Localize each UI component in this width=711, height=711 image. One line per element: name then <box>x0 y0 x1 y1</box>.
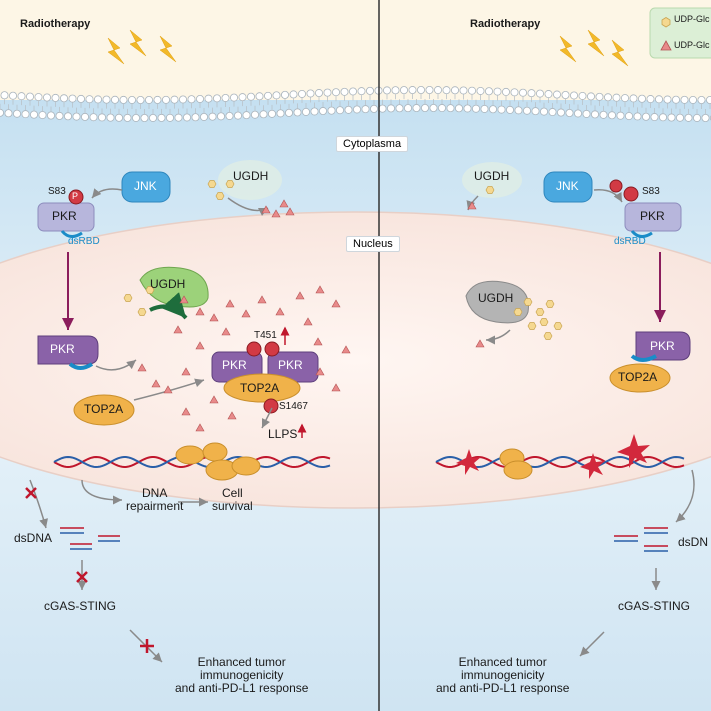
dsdna-fragments-right <box>614 527 668 552</box>
block-mark-2 <box>76 571 88 583</box>
radiotherapy-title-right: Radiotherapy <box>470 18 541 30</box>
jnk-protein-left <box>121 171 171 203</box>
ugdh-cyto-right <box>462 162 522 198</box>
s83-label-right: S83 <box>642 186 660 197</box>
jnk-protein-right <box>543 171 593 203</box>
udp-glc-particles <box>123 180 563 432</box>
top2a-complex-left <box>223 373 301 403</box>
dsdna-label-left: dsDNA <box>14 531 53 545</box>
top2a-free-label-left: TOP2A <box>84 402 124 416</box>
dna-repair-label: DNA repairment <box>126 486 184 514</box>
triangle-icon <box>660 40 672 51</box>
phospho-p-left: P <box>72 191 79 201</box>
top2a-on-dna-right <box>499 448 533 480</box>
cgas-sting-label-right: cGAS-STING <box>618 599 691 613</box>
t451-label: T451 <box>254 330 277 341</box>
dsrbd-label-right: dsRBD <box>614 236 646 247</box>
nucleus-label: Nucleus <box>346 236 400 252</box>
dsrbd-domain-left <box>60 229 83 238</box>
outcome-label-right: Enhanced tumor immunogenicity and anti-P… <box>436 655 570 696</box>
dna-damage-marks <box>456 434 650 479</box>
top2a-right <box>609 363 671 393</box>
ugdh-nuc-right <box>465 280 529 324</box>
legend-label-hexagon: UDP-Glc <box>674 14 710 24</box>
dsrbd-label-left: dsRBD <box>68 236 100 247</box>
top2a-free-left <box>73 394 135 426</box>
top2a-complex-label-left: TOP2A <box>240 381 280 395</box>
pkr-nuc-label-right: PKR <box>650 339 675 353</box>
cell-survival-label: Cell survival <box>212 486 253 514</box>
ugdh-nuc-label-left: UGDH <box>150 277 186 291</box>
llps-condensate-left <box>175 442 261 481</box>
legend-label-triangle: UDP-Glc <box>674 40 710 50</box>
dsdna-label-right: dsDN <box>678 535 709 549</box>
outcome-label-left: Enhanced tumor immunogenicity and anti-P… <box>175 655 309 696</box>
cgas-sting-label-left: cGAS-STING <box>44 599 117 613</box>
hexagon-icon <box>661 17 671 28</box>
s1467-label: S1467 <box>279 401 308 412</box>
radiation-bolts-left <box>107 29 177 65</box>
block-mark-1 <box>25 487 37 499</box>
pkr-nuc-label-left: PKR <box>50 342 75 356</box>
top2a-label-right: TOP2A <box>618 370 658 384</box>
cell-membrane <box>0 86 711 122</box>
ugdh-cyto-left <box>218 160 282 200</box>
ugdh-cyto-label-left: UGDH <box>233 169 269 183</box>
ugdh-nuc-label-right: UGDH <box>478 291 514 305</box>
radiotherapy-title-left: Radiotherapy <box>20 18 91 30</box>
cytoplasm-label: Cytoplasma <box>336 136 409 152</box>
pkr-cyto-label-left: PKR <box>52 209 77 223</box>
jnk-label-right: JNK <box>556 179 579 193</box>
block-mark-3 <box>140 639 154 653</box>
radiation-bolts-right <box>559 29 629 67</box>
dsdna-fragments-left <box>60 527 120 550</box>
jnk-label-left: JNK <box>134 179 157 193</box>
phospho-s83-right <box>623 186 639 202</box>
phospho-s83-left <box>68 189 84 205</box>
pkr-nuc-right <box>635 331 691 361</box>
pkr-cyto-label-right: PKR <box>640 209 665 223</box>
extracellular-space <box>0 0 711 100</box>
pkr-complex-label-a: PKR <box>222 358 247 372</box>
pkr-complex-label-b: PKR <box>278 358 303 372</box>
ugdh-cyto-label-right: UGDH <box>474 169 510 183</box>
pkr-cyto-right <box>624 202 682 232</box>
s83-label-left: S83 <box>48 186 66 197</box>
llps-label: LLPS <box>268 427 298 441</box>
pkr-cyto-left <box>37 202 95 232</box>
